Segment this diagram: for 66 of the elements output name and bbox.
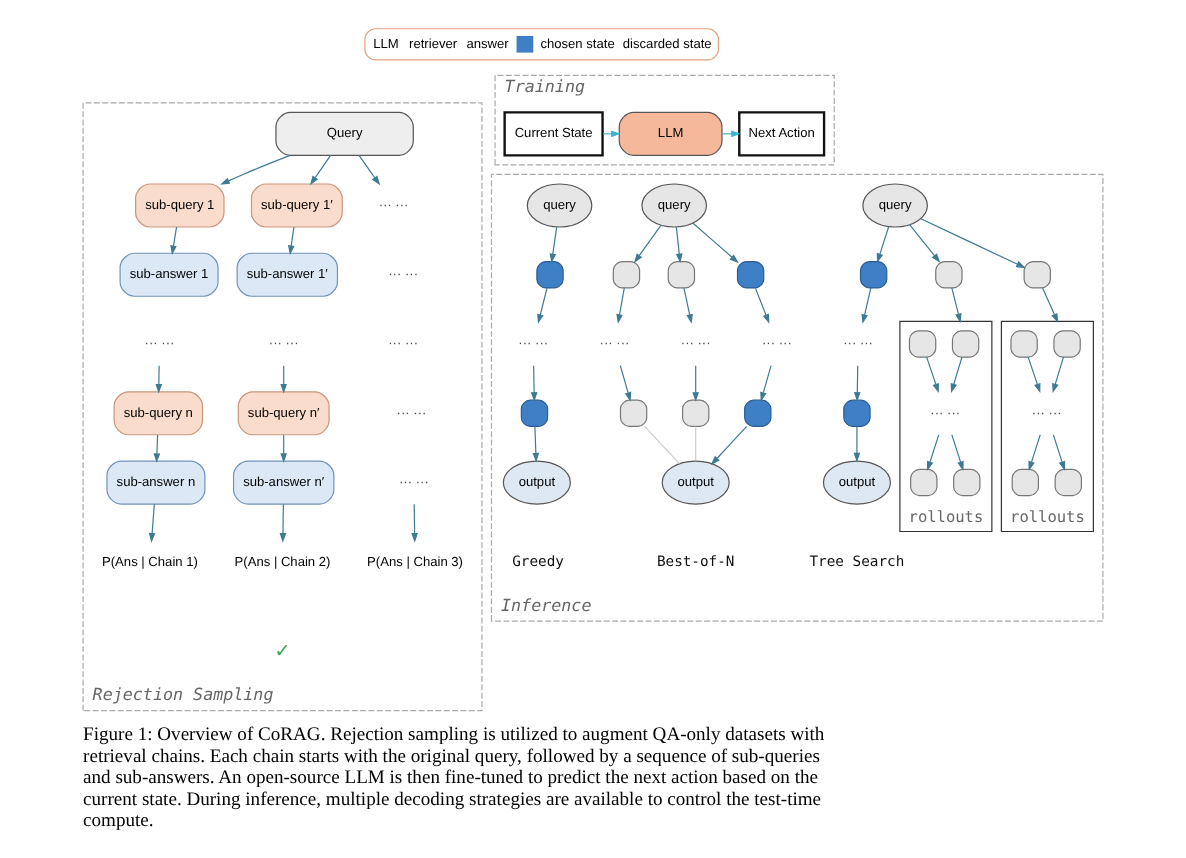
arrow [876, 225, 890, 262]
arrow [683, 286, 693, 323]
node-box [536, 260, 564, 288]
arrow [530, 364, 538, 401]
arrow [760, 364, 772, 401]
arrow [411, 502, 418, 542]
arrow [920, 217, 1026, 268]
node-box [843, 398, 871, 426]
arrow [309, 153, 332, 185]
node-box [953, 467, 981, 496]
arrow [170, 225, 178, 255]
arrow [633, 223, 662, 263]
node-box [908, 329, 937, 357]
node-box [520, 398, 549, 426]
arrow [537, 286, 548, 323]
node-box [1053, 329, 1081, 357]
arrow [358, 153, 381, 185]
arrow [861, 286, 872, 323]
connector [695, 424, 697, 461]
node-box [681, 398, 710, 426]
arrow [153, 433, 161, 462]
node-box [744, 398, 772, 426]
arrow [280, 433, 288, 462]
arrow [1052, 433, 1066, 470]
arrow [1052, 355, 1065, 393]
arrow [853, 364, 861, 401]
arrow [692, 364, 700, 401]
node-box [1011, 467, 1040, 496]
arrow [754, 286, 770, 323]
arrow [926, 355, 939, 392]
arrow [675, 225, 683, 263]
arrow [1042, 286, 1059, 322]
arrow [950, 355, 963, 393]
arrow [280, 364, 288, 393]
arrow [619, 364, 632, 401]
node-box [1010, 329, 1038, 357]
arrow [853, 424, 861, 462]
node-box [859, 260, 888, 288]
arrow [909, 223, 941, 262]
label: ✓ [274, 639, 291, 662]
node-box [612, 260, 641, 288]
arrow [951, 286, 962, 323]
node-box [619, 398, 648, 426]
arrow [616, 286, 625, 323]
arrow [549, 225, 558, 263]
node-box [1054, 467, 1083, 496]
arrow [692, 221, 739, 263]
caption: Figure 1: Overview of CoRAG. Rejection sampling is utilized to augment QA-only datasets with retrieval chains. Each chain starts with the original query, followed by a sequence of sub-queries and sub-answers. An open-source LLM is then fine-tuned to predict the next action based on the current state. During inference, multiple decoding strategies are available to control the test-time compute. [83, 723, 825, 832]
connector [644, 424, 680, 464]
arrow [532, 424, 540, 462]
arrow [148, 502, 156, 542]
arrow [1028, 433, 1041, 470]
node-box [1023, 260, 1051, 288]
node-box [910, 467, 938, 496]
node-box [736, 260, 765, 288]
arrow [951, 433, 964, 470]
arrow [287, 225, 295, 255]
node-box [951, 329, 980, 357]
arrow [155, 364, 163, 393]
node-box [935, 260, 963, 288]
arrow [220, 153, 291, 184]
node-box [667, 260, 696, 288]
arrow [1027, 355, 1041, 392]
arrow [279, 502, 287, 542]
arrow [926, 433, 940, 470]
arrow [710, 424, 748, 465]
